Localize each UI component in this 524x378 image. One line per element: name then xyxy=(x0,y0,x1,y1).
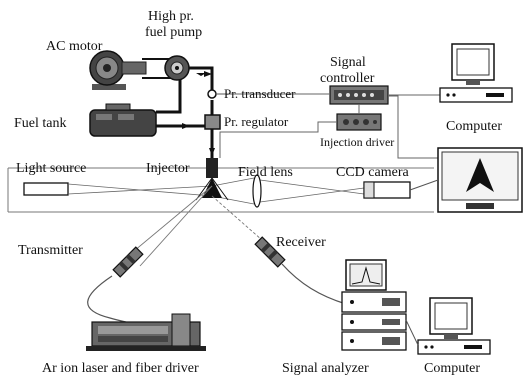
pressure-regulator xyxy=(204,114,221,130)
label-computer-top: Computer xyxy=(446,119,502,134)
label-signal-analyzer: Signal analyzer xyxy=(282,361,369,376)
label-computer-bottom: Computer xyxy=(424,361,480,376)
injector xyxy=(195,158,229,201)
light-beams xyxy=(67,177,365,205)
receiver-probe xyxy=(211,195,347,305)
fuel-pump xyxy=(164,55,190,81)
label-field-lens: Field lens xyxy=(238,165,293,180)
label-ac-motor: AC motor xyxy=(46,39,103,54)
label-transmitter: Transmitter xyxy=(18,243,83,258)
field-lens xyxy=(252,174,262,208)
label-receiver: Receiver xyxy=(276,235,326,250)
injection-driver xyxy=(336,113,382,131)
label-light-source: Light source xyxy=(16,161,86,176)
oscilloscope xyxy=(345,259,387,291)
spray-image-monitor xyxy=(437,147,523,213)
label-signal-controller-2: controller xyxy=(320,71,375,86)
light-source xyxy=(23,182,69,196)
optical-bench xyxy=(7,167,434,213)
ar-ion-laser xyxy=(86,313,206,351)
label-laser: Ar ion laser and fiber driver xyxy=(42,361,199,376)
flow-arrows xyxy=(182,71,215,156)
label-injector: Injector xyxy=(146,161,190,176)
label-fuel-tank: Fuel tank xyxy=(14,116,67,131)
fuel-tank xyxy=(89,103,157,137)
label-fuel-pump-2: fuel pump xyxy=(145,25,202,40)
ccd-camera xyxy=(363,179,439,199)
signal-analyzer xyxy=(341,291,407,351)
pressure-transducer xyxy=(207,89,226,99)
ac-motor xyxy=(89,50,147,90)
fuel-lines xyxy=(156,66,214,176)
label-pr-regulator: Pr. regulator xyxy=(224,114,289,129)
label-signal-controller-1: Signal xyxy=(330,55,366,70)
label-pr-transducer: Pr. transducer xyxy=(224,86,296,101)
computer-bottom xyxy=(405,297,491,355)
label-ccd-camera: CCD camera xyxy=(336,165,409,180)
signal-controller xyxy=(329,85,389,105)
label-fuel-pump-1: High pr. xyxy=(148,9,194,24)
computer-top xyxy=(439,43,513,103)
label-injection-driver: Injection driver xyxy=(320,135,394,149)
transmitter-probe xyxy=(87,185,213,333)
